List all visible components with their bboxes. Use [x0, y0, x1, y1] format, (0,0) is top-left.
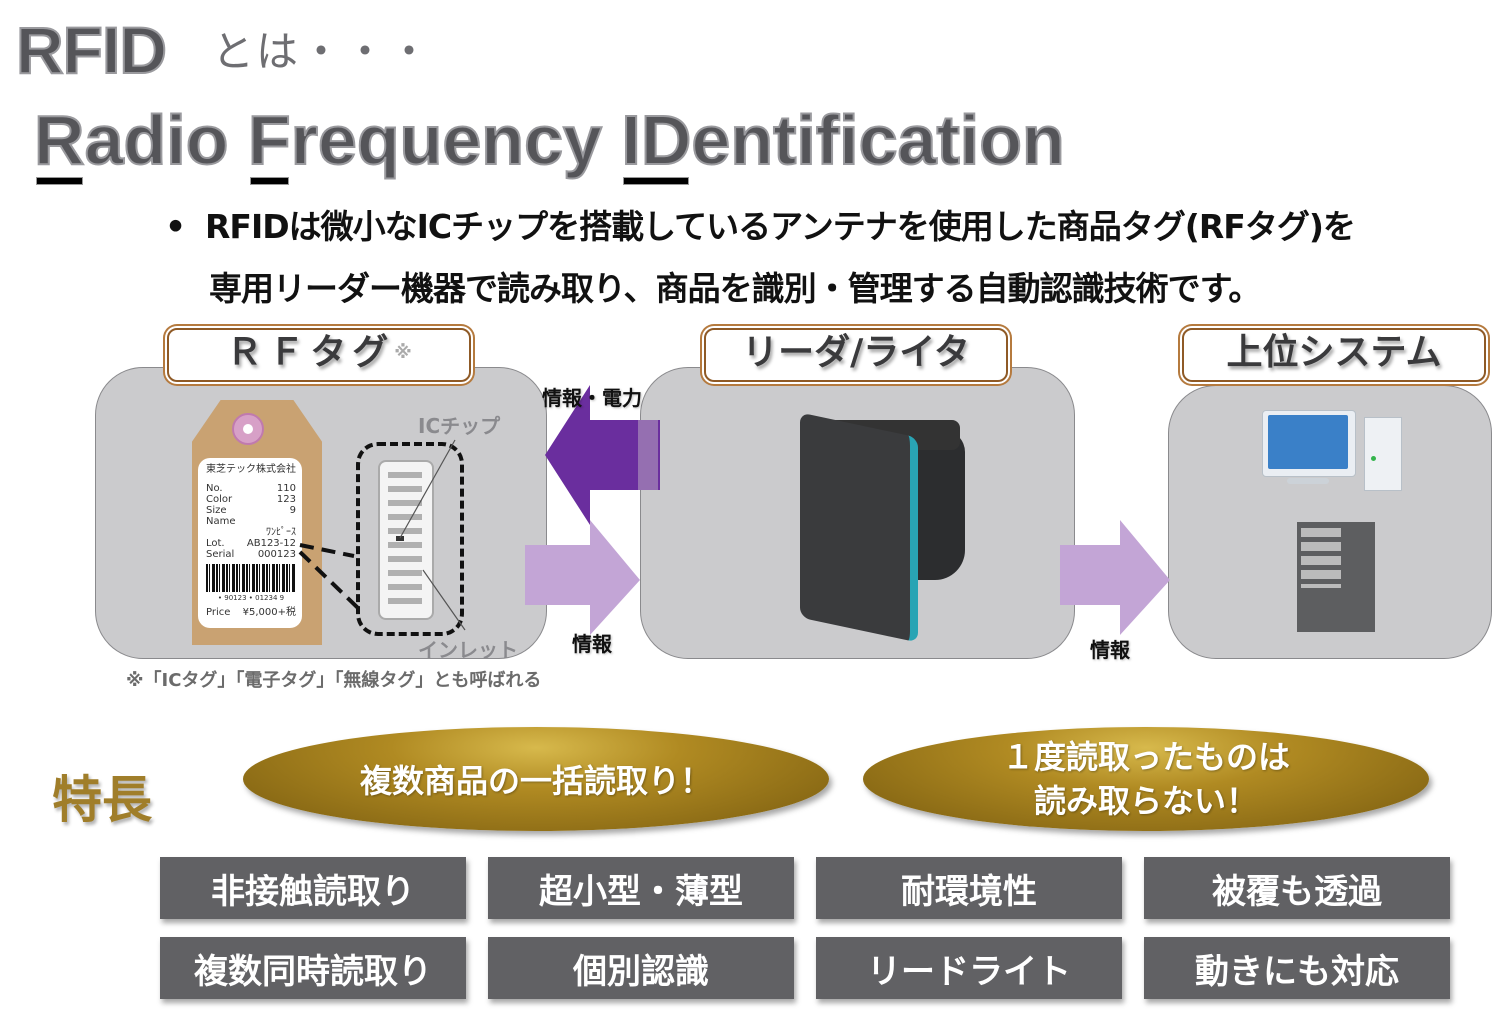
- barcode-icon: [206, 564, 296, 592]
- title-word-rest: entification: [690, 100, 1065, 180]
- monitor-stand: [1287, 478, 1329, 484]
- feature-penetration: 被覆も透過: [1144, 857, 1450, 919]
- barcode-digits: • 90123 • 01234 9: [217, 594, 285, 602]
- feature-individual-id: 個別認識: [488, 937, 794, 999]
- tag-row: No.110: [206, 483, 296, 494]
- description: •RFIDは微小なICチップを搭載しているアンテナを使用した商品タグ(RFタグ)…: [165, 196, 1485, 320]
- highlight-bulk-read: 複数商品の一括読取り！: [243, 727, 829, 831]
- bullet-icon: •: [165, 207, 186, 246]
- system-label: 上位システム: [1182, 328, 1486, 382]
- title-full-name: Radio Frequency IDentification: [33, 95, 1066, 185]
- title-rfid: RFID: [15, 12, 168, 88]
- tag-row: Lot.AB123-12: [206, 538, 296, 549]
- server-drive-bays: [1301, 528, 1341, 588]
- reader-label: リーダ/ライタ: [704, 328, 1008, 382]
- note-mark: ※: [394, 342, 412, 363]
- feature-grid: 非接触読取り 超小型・薄型 耐環境性 被覆も透過 複数同時読取り 個別認識 リー…: [160, 857, 1452, 999]
- feature-motion: 動きにも対応: [1144, 937, 1450, 999]
- callout-lines: [298, 543, 362, 612]
- tag-eyelet-icon: [232, 413, 264, 445]
- ic-chip-icon: [396, 536, 404, 541]
- rf-tag-label: ＲＦタグ※: [167, 328, 471, 382]
- title-initial-r: R: [33, 100, 86, 180]
- ic-chip-label: ICチップ: [418, 414, 501, 438]
- arrow-label-info-right: 情報: [1090, 638, 1130, 662]
- features-title: 特長: [52, 771, 152, 829]
- arrow-right-info-2: [1060, 520, 1170, 635]
- title-toha: とは・・・: [212, 27, 433, 76]
- power-led: [1371, 456, 1376, 461]
- title-word-rest: adio: [84, 100, 248, 180]
- title-initial-id: ID: [620, 100, 692, 180]
- server-icon: [1297, 522, 1375, 632]
- description-line-1: •RFIDは微小なICチップを搭載しているアンテナを使用した商品タグ(RFタグ)…: [165, 196, 1485, 258]
- pc-tower-icon: [1364, 417, 1402, 491]
- tag-row: Name: [206, 516, 236, 527]
- feature-contactless: 非接触読取り: [160, 857, 466, 919]
- tag-price: Price¥5,000+税: [206, 607, 296, 618]
- monitor-screen: [1268, 415, 1348, 469]
- inlay-zoom-box: [356, 442, 464, 636]
- leader-lines: [399, 439, 466, 631]
- arrow-right-info: [525, 520, 640, 635]
- footnote: ※「ICタグ」「電子タグ」「無線タグ」とも呼ばれる: [126, 670, 542, 691]
- feature-durability: 耐環境性: [816, 857, 1122, 919]
- tag-company: 東芝テック株式会社: [206, 464, 296, 475]
- feature-compact: 超小型・薄型: [488, 857, 794, 919]
- title-initial-f: F: [247, 100, 292, 180]
- feature-read-write: リードライト: [816, 937, 1122, 999]
- arrow-label-info-left: 情報: [572, 632, 612, 656]
- arrow-left-info-power: [545, 385, 660, 525]
- highlight-no-reread: １度読取ったものは 読み取らない！: [863, 727, 1429, 831]
- flow-arrows: [525, 385, 1170, 635]
- arrow-left-tail-fade: [638, 420, 658, 490]
- inlet-label: インレット: [418, 638, 518, 662]
- arrow-label-info-power: 情報・電力: [542, 386, 642, 410]
- feature-simultaneous-read: 複数同時読取り: [160, 937, 466, 999]
- title-word-rest: requency: [290, 100, 622, 180]
- description-line-2: 専用リーダー機器で読み取り、商品を識別・管理する自動認識技術です。: [209, 269, 1261, 308]
- antenna-pattern-icon: [388, 472, 422, 606]
- tag-name-value: ﾜﾝﾋﾟｰｽ: [266, 527, 296, 538]
